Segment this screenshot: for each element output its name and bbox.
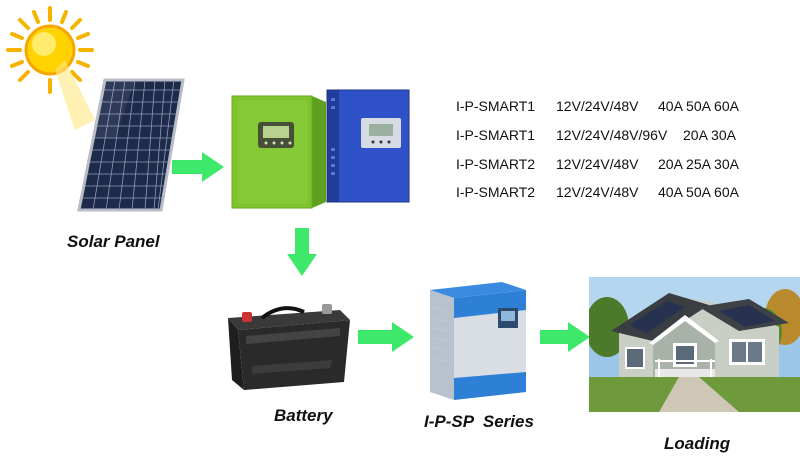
green-charge-controller-image: [231, 95, 326, 209]
spec-voltage: 12V/24V/48V: [556, 156, 639, 172]
spec-model: I-P-SMART2: [456, 184, 536, 200]
battery-image: [228, 304, 350, 390]
battery-label: Battery: [274, 406, 333, 425]
inverter-image: [430, 282, 526, 400]
house-image: [589, 277, 800, 412]
solar-panel-label: Solar Panel: [67, 232, 160, 251]
solar-panel-image: [77, 78, 185, 212]
arrow-right-icon: [358, 322, 414, 352]
spec-current: 20A 30A: [683, 127, 736, 143]
spec-model: I-P-SMART1: [456, 98, 536, 114]
spec-voltage: 12V/24V/48V/96V: [556, 127, 668, 143]
arrow-right-icon: [540, 322, 590, 352]
spec-current: 40A 50A 60A: [658, 184, 739, 200]
spec-current: 40A 50A 60A: [658, 98, 739, 114]
spec-current: 20A 25A 30A: [658, 156, 739, 172]
arrow-right-icon: [172, 152, 224, 182]
arrow-down-icon: [287, 228, 317, 276]
spec-model: I-P-SMART1: [456, 127, 536, 143]
spec-model: I-P-SMART2: [456, 156, 536, 172]
inverter-label: I-P-SP Series: [424, 412, 534, 431]
sunlight-rays: [55, 60, 95, 130]
spec-voltage: 12V/24V/48V: [556, 98, 639, 114]
blue-charge-controller-image: [326, 89, 410, 203]
sun-icon: [6, 6, 94, 94]
spec-voltage: 12V/24V/48V: [556, 184, 639, 200]
loading-label: Loading: [664, 434, 731, 453]
